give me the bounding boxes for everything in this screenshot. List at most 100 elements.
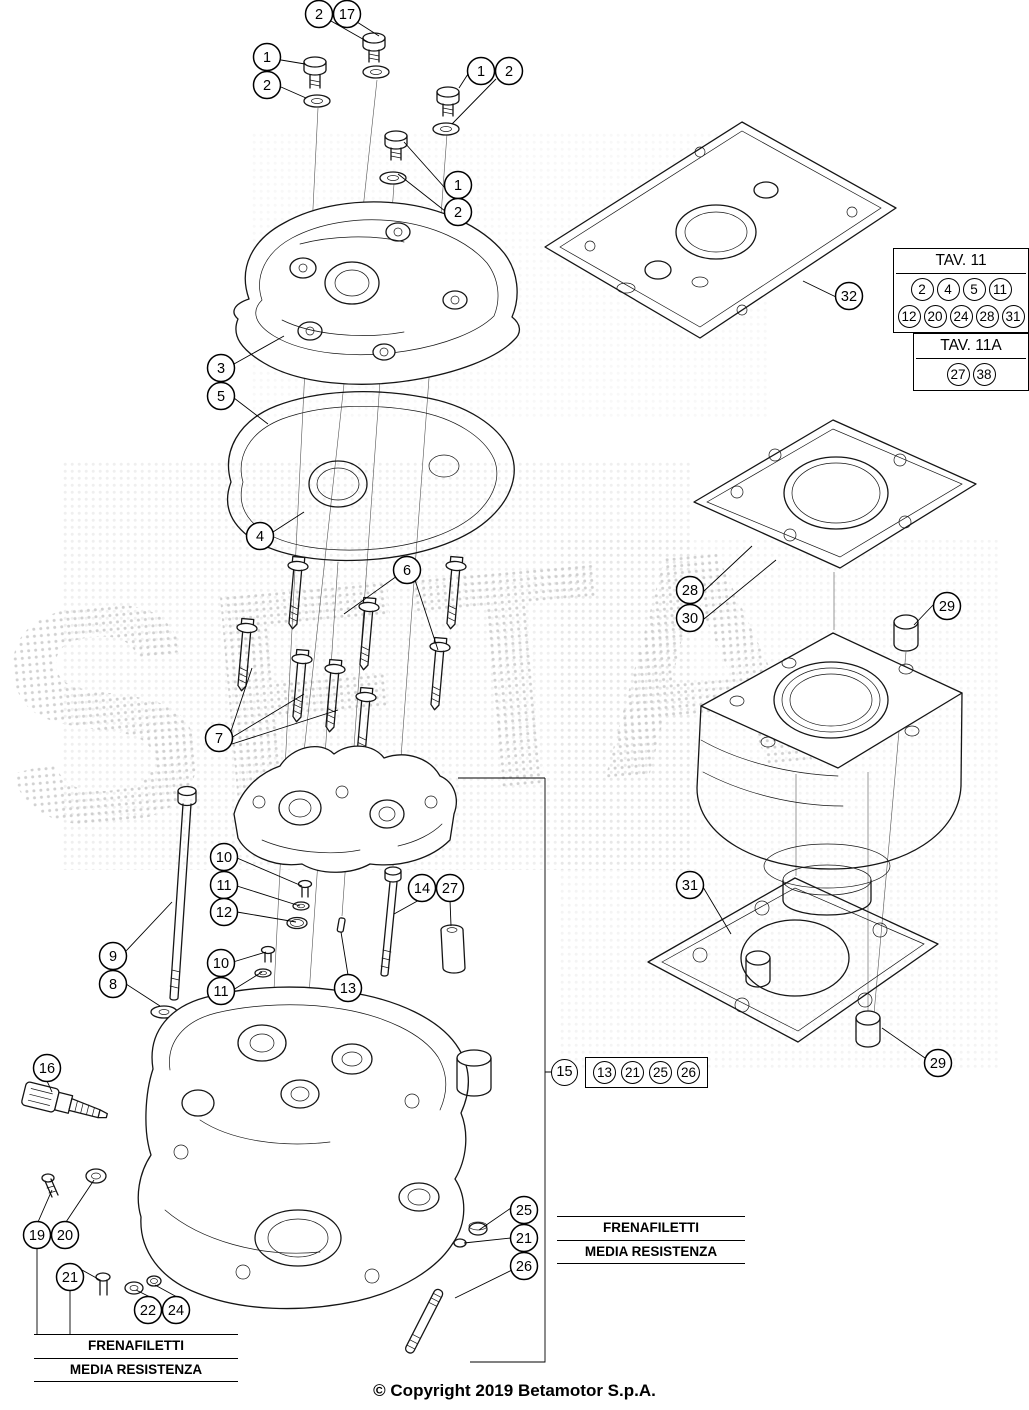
part-ref-2[interactable]: 2 bbox=[910, 278, 934, 301]
callout-28[interactable]: 28 bbox=[675, 575, 705, 605]
svg-text:22: 22 bbox=[140, 1303, 156, 1319]
part-ref-24[interactable]: 24 bbox=[949, 305, 973, 328]
callout-6[interactable]: 6 bbox=[392, 555, 422, 585]
cover-screw bbox=[362, 32, 386, 63]
callout-13[interactable]: 13 bbox=[333, 973, 363, 1003]
callout-2[interactable]: 2 bbox=[304, 0, 334, 29]
part-ref-20[interactable]: 20 bbox=[923, 305, 947, 328]
callout-17[interactable]: 17 bbox=[332, 0, 362, 29]
callout-32[interactable]: 32 bbox=[834, 281, 864, 311]
callout-10[interactable]: 10 bbox=[209, 842, 239, 872]
copyright-text: © Copyright 2019 Betamotor S.p.A. bbox=[373, 1381, 656, 1400]
svg-text:27: 27 bbox=[442, 881, 458, 897]
part-ref-12[interactable]: 12 bbox=[897, 305, 921, 328]
cylinder-head-gasket bbox=[693, 419, 977, 569]
table-title: TAV. 11 bbox=[896, 250, 1026, 274]
callout-31[interactable]: 31 bbox=[675, 870, 705, 900]
svg-text:1: 1 bbox=[454, 178, 462, 194]
part-ref-38[interactable]: 38 bbox=[972, 363, 996, 386]
callout-25[interactable]: 25 bbox=[509, 1195, 539, 1225]
callout-12[interactable]: 12 bbox=[209, 897, 239, 927]
watermark: SETA bbox=[0, 130, 1000, 1070]
dowel-bushing bbox=[745, 950, 771, 988]
group-item-13[interactable]: 13 bbox=[593, 1061, 616, 1084]
callout-26[interactable]: 26 bbox=[509, 1251, 539, 1281]
part-ref-5[interactable]: 5 bbox=[962, 278, 986, 301]
callout-14[interactable]: 14 bbox=[407, 873, 437, 903]
threadlock-note-bottom-left: FRENAFILETTI MEDIA RESISTENZA bbox=[34, 1334, 238, 1382]
callout-4[interactable]: 4 bbox=[245, 521, 275, 551]
dowel-pin-small bbox=[336, 917, 346, 933]
temp-sensor bbox=[21, 1081, 108, 1119]
part-ref-28[interactable]: 28 bbox=[975, 305, 999, 328]
callout-3[interactable]: 3 bbox=[206, 353, 236, 383]
svg-text:1: 1 bbox=[477, 64, 485, 80]
callout-21[interactable]: 21 bbox=[55, 1262, 85, 1292]
svg-text:6: 6 bbox=[403, 563, 411, 579]
part-ref-4[interactable]: 4 bbox=[936, 278, 960, 301]
callout-1[interactable]: 1 bbox=[252, 42, 282, 72]
svg-text:8: 8 bbox=[109, 977, 117, 993]
callout-9[interactable]: 9 bbox=[98, 941, 128, 971]
valve-cover bbox=[233, 201, 521, 385]
callout-11[interactable]: 11 bbox=[209, 870, 239, 900]
callout-11[interactable]: 11 bbox=[206, 976, 236, 1006]
callout-1[interactable]: 1 bbox=[443, 170, 473, 200]
note-line: MEDIA RESISTENZA bbox=[34, 1359, 238, 1382]
callout-1[interactable]: 1 bbox=[466, 56, 496, 86]
cover-screw-washer bbox=[362, 65, 390, 79]
callout-2[interactable]: 2 bbox=[494, 56, 524, 86]
callout-19[interactable]: 19 bbox=[22, 1220, 52, 1250]
group-item-21[interactable]: 21 bbox=[621, 1061, 644, 1084]
callout-5[interactable]: 5 bbox=[206, 381, 236, 411]
leader-lines bbox=[37, 20, 935, 1299]
group-item-26[interactable]: 26 bbox=[677, 1061, 700, 1084]
head-gasket bbox=[544, 121, 897, 339]
callout-29[interactable]: 29 bbox=[923, 1048, 953, 1078]
stud-bolt bbox=[404, 1288, 444, 1354]
ring-nut bbox=[146, 1275, 162, 1287]
callout-22[interactable]: 22 bbox=[133, 1295, 163, 1325]
callout-10[interactable]: 10 bbox=[206, 948, 236, 978]
svg-text:20: 20 bbox=[57, 1228, 73, 1244]
callout-16[interactable]: 16 bbox=[32, 1053, 62, 1083]
note-leader-lines bbox=[36, 1249, 71, 1334]
svg-text:7: 7 bbox=[215, 731, 223, 747]
callout-2[interactable]: 2 bbox=[252, 70, 282, 100]
long-stud bbox=[169, 785, 197, 1001]
valve-cover-gasket bbox=[226, 391, 515, 562]
callout-7[interactable]: 7 bbox=[204, 723, 234, 753]
svg-text:19: 19 bbox=[29, 1228, 45, 1244]
note-line: FRENAFILETTI bbox=[557, 1217, 745, 1241]
callout-30[interactable]: 30 bbox=[675, 603, 705, 633]
part-ref-31[interactable]: 31 bbox=[1001, 305, 1025, 328]
note-line: MEDIA RESISTENZA bbox=[557, 1241, 745, 1264]
small-screw bbox=[41, 1173, 59, 1198]
part-ref-27[interactable]: 27 bbox=[946, 363, 970, 386]
group-item-25[interactable]: 25 bbox=[649, 1061, 672, 1084]
callout-8[interactable]: 8 bbox=[98, 969, 128, 999]
part-ref-11[interactable]: 11 bbox=[988, 278, 1012, 301]
callout-27[interactable]: 27 bbox=[435, 873, 465, 903]
svg-text:14: 14 bbox=[414, 881, 430, 897]
cover-screw bbox=[436, 86, 460, 117]
callout-29[interactable]: 29 bbox=[932, 591, 962, 621]
svg-text:2: 2 bbox=[505, 64, 513, 80]
svg-text:24: 24 bbox=[168, 1303, 184, 1319]
callout-20[interactable]: 20 bbox=[50, 1220, 80, 1250]
svg-text:2: 2 bbox=[263, 78, 271, 94]
svg-text:10: 10 bbox=[213, 956, 229, 972]
group-bracket bbox=[458, 777, 551, 1363]
cap-plug bbox=[468, 1221, 488, 1236]
svg-text:26: 26 bbox=[516, 1259, 532, 1275]
svg-text:16: 16 bbox=[39, 1061, 55, 1077]
callout-15[interactable]: 15 bbox=[551, 1059, 578, 1086]
callout-2[interactable]: 2 bbox=[443, 197, 473, 227]
callout-21[interactable]: 21 bbox=[509, 1223, 539, 1253]
callout-24[interactable]: 24 bbox=[161, 1295, 191, 1325]
